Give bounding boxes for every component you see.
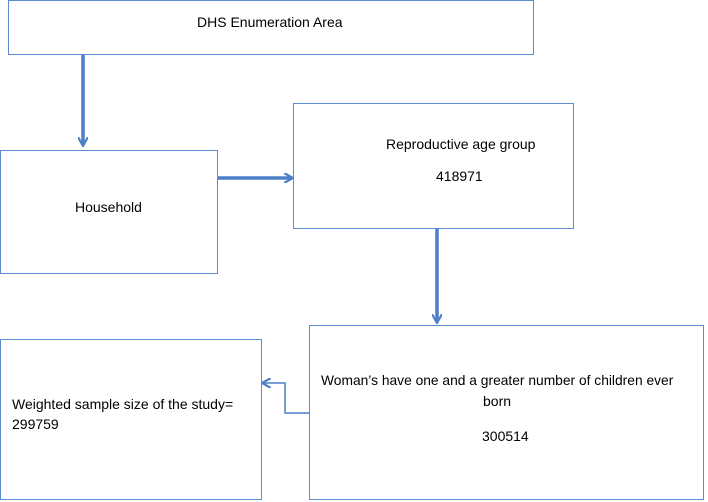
- node-enumeration-area-label: DHS Enumeration Area: [197, 14, 343, 30]
- node-women-children: [309, 325, 704, 500]
- node-reproductive-age-label: Reproductive age group: [386, 136, 536, 152]
- node-enumeration-area: [8, 0, 534, 55]
- node-women-children-label-line1: Woman’s have one and a greater number of…: [321, 373, 674, 388]
- node-reproductive-age-value: 418971: [436, 168, 483, 184]
- node-women-children-value: 300514: [482, 428, 529, 444]
- node-household: [0, 150, 218, 274]
- arrow-women-to-weighted-sample: [263, 383, 309, 414]
- node-weighted-sample-label-line2: 299759: [12, 416, 59, 432]
- node-weighted-sample: [0, 339, 262, 500]
- node-women-children-label-line2: born: [483, 393, 512, 409]
- node-weighted-sample-label-line1: Weighted sample size of the study=: [12, 396, 234, 412]
- node-reproductive-age: [293, 103, 574, 229]
- node-household-label: Household: [75, 199, 142, 215]
